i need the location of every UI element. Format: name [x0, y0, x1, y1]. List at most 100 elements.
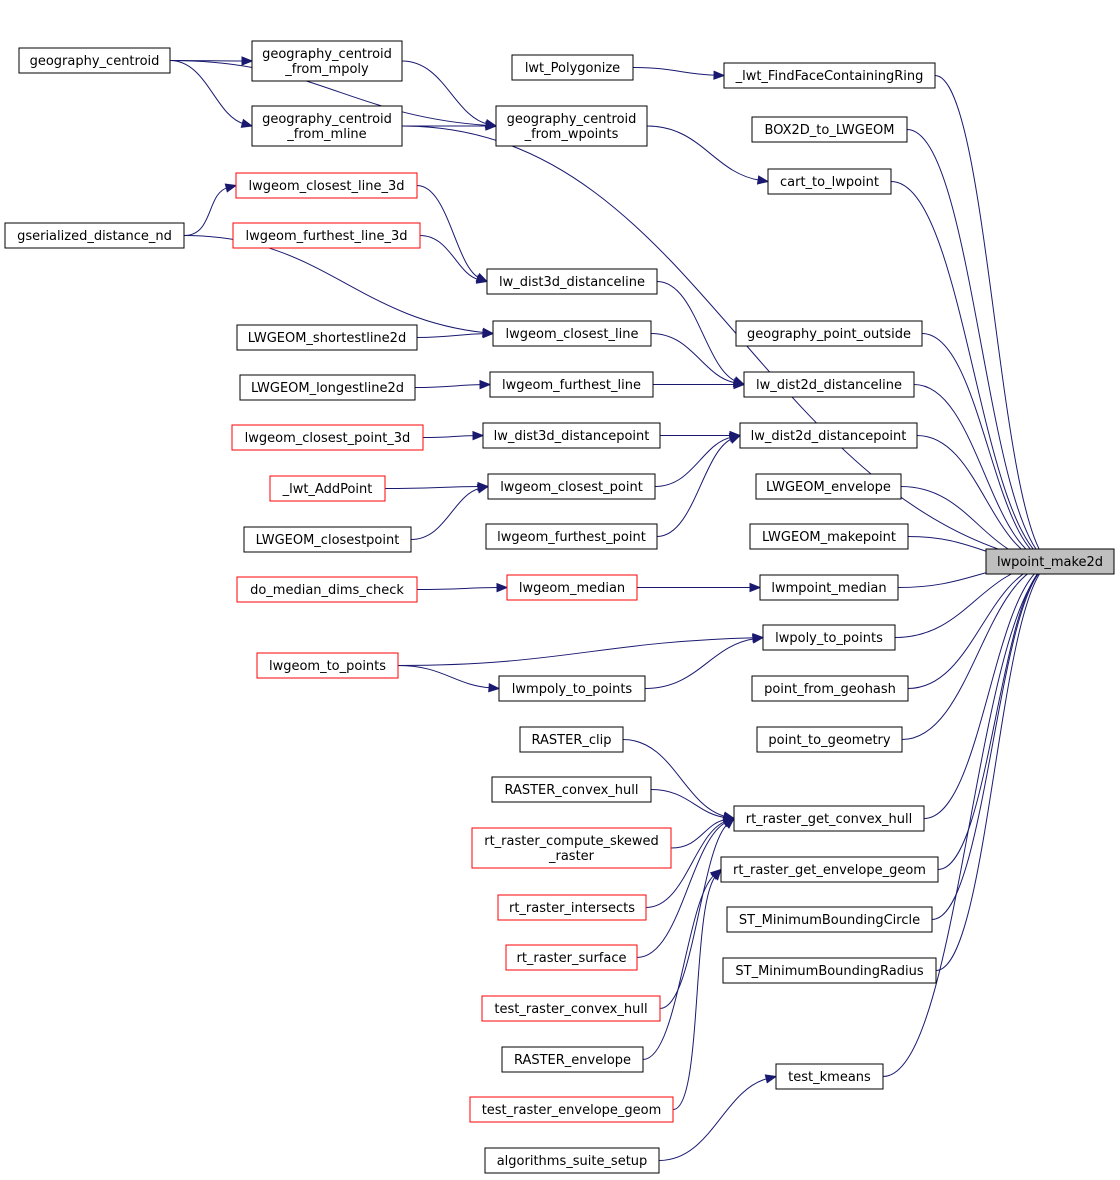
call-edge-lwmpoly-to-points-to-lwpoly-to-points — [644, 638, 756, 689]
node-label: _from_wpoints — [524, 127, 619, 142]
node-raster-envelope[interactable]: RASTER_envelope — [501, 1046, 644, 1073]
node-lwgeom-furthest-line[interactable]: lwgeom_furthest_line — [489, 371, 654, 398]
node-label: lwgeom_furthest_point — [497, 530, 646, 545]
node-box — [511, 54, 634, 81]
node-box — [751, 116, 908, 143]
call-edge-lwgeom-closest-line-to-lw-dist2d-distanceline — [650, 333, 737, 384]
arrowhead-icon — [241, 56, 254, 66]
node-geography-centroid-from-mline[interactable]: geography_centroid_from_mline — [251, 105, 403, 147]
node-rt-raster-surface[interactable]: rt_raster_surface — [505, 944, 638, 971]
node-lwmpoint-median[interactable]: lwmpoint_median — [759, 574, 899, 601]
node-lwgeom-closestpoint[interactable]: LWGEOM_closestpoint — [243, 526, 412, 553]
call-edge-lwgeom-longestline2d-to-lwgeom-furthest-line — [414, 384, 483, 388]
node-box — [505, 944, 638, 971]
node-gserialized-distance-nd[interactable]: gserialized_distance_nd — [4, 222, 185, 249]
node-label: rt_raster_get_convex_hull — [746, 812, 913, 827]
node-label: lwgeom_furthest_line_3d — [246, 229, 408, 244]
arrowhead-icon — [475, 274, 489, 284]
call-edge-lwgeom-to-points-to-lwpoly-to-points — [397, 637, 756, 666]
node-raster-clip[interactable]: RASTER_clip — [519, 726, 624, 753]
call-edge-raster-envelope-to-rt-raster-get-envelope-geom — [642, 874, 716, 1060]
node-lwgeom-shortestline2d[interactable]: LWGEOM_shortestline2d — [236, 324, 418, 351]
node-box — [486, 268, 658, 295]
node-label: _lwt_AddPoint — [282, 482, 373, 497]
node-lwpoint-make2d[interactable]: lwpoint_make2d — [985, 548, 1115, 575]
node-lwt-polygonize[interactable]: lwt_Polygonize — [511, 54, 634, 81]
node-st-minimumboundingradius[interactable]: ST_MinimumBoundingRadius — [722, 957, 937, 984]
node-box — [495, 105, 648, 147]
node-box — [251, 105, 403, 147]
node-lwgeom-longestline2d[interactable]: LWGEOM_longestline2d — [239, 374, 416, 401]
call-edge-lwgeom-closest-point-to-lw-dist2d-distancepoint — [654, 436, 733, 487]
node-box — [735, 320, 923, 347]
node-geography-point-outside[interactable]: geography_point_outside — [735, 320, 923, 347]
node-lw-dist3d-distanceline[interactable]: lw_dist3d_distanceline — [486, 268, 658, 295]
node-st-minimumboundingcircle[interactable]: ST_MinimumBoundingCircle — [726, 906, 933, 933]
node-lwgeom-envelope[interactable]: LWGEOM_envelope — [755, 473, 902, 500]
node-label: lw_dist3d_distancepoint — [494, 429, 650, 444]
node-lwgeom-closest-line[interactable]: lwgeom_closest_line — [492, 320, 652, 347]
node-box — [497, 894, 647, 921]
node-label: rt_raster_get_envelope_geom — [733, 863, 926, 878]
node-lwgeom-closest-line-3d[interactable]: lwgeom_closest_line_3d — [235, 172, 418, 199]
node-rt-raster-intersects[interactable]: rt_raster_intersects — [497, 894, 647, 921]
node-algorithms-suite-setup[interactable]: algorithms_suite_setup — [484, 1147, 660, 1174]
node-box — [236, 324, 418, 351]
node-lwgeom-to-points[interactable]: lwgeom_to_points — [256, 652, 399, 679]
node-lwmpoly-to-points[interactable]: lwmpoly_to_points — [498, 675, 646, 702]
node-geography-centroid-from-mpoly[interactable]: geography_centroid_from_mpoly — [251, 40, 403, 82]
node-label: test_raster_envelope_geom — [482, 1103, 662, 1118]
node-box — [469, 1096, 674, 1123]
node-label: point_to_geometry — [768, 733, 891, 748]
node-label: geography_centroid — [262, 47, 392, 62]
node-label: lwmpoly_to_points — [512, 682, 633, 697]
node-label: geography_centroid — [507, 112, 637, 127]
call-edge-lwgeom-furthest-point-to-lw-dist2d-distancepoint — [656, 438, 733, 537]
node-lwt-findfacecontainingring[interactable]: _lwt_FindFaceContainingRing — [723, 62, 936, 89]
node-test-raster-envelope-geom[interactable]: test_raster_envelope_geom — [469, 1096, 674, 1123]
node-label: lwgeom_furthest_line — [502, 378, 641, 393]
node-label: algorithms_suite_setup — [497, 1154, 648, 1169]
node-geography-centroid-from-wpoints[interactable]: geography_centroid_from_wpoints — [495, 105, 648, 147]
arrowhead-icon — [722, 817, 736, 829]
node-box — [231, 424, 424, 451]
node-lwpoly-to-points[interactable]: lwpoly_to_points — [762, 624, 896, 651]
node-label: do_median_dims_check — [250, 583, 404, 598]
node-test-raster-convex-hull[interactable]: test_raster_convex_hull — [481, 995, 661, 1022]
node-rt-raster-get-convex-hull[interactable]: rt_raster_get_convex_hull — [733, 805, 925, 832]
node-point-from-geohash[interactable]: point_from_geohash — [751, 675, 909, 702]
node-lwgeom-furthest-line-3d[interactable]: lwgeom_furthest_line_3d — [232, 222, 421, 249]
node-label: lwgeom_closest_line — [506, 327, 639, 342]
arrowhead-icon — [749, 582, 762, 593]
node-lwt-addpoint[interactable]: _lwt_AddPoint — [269, 475, 386, 502]
node-box — [739, 422, 918, 449]
node-point-to-geometry[interactable]: point_to_geometry — [756, 726, 903, 753]
node-label: LWGEOM_closestpoint — [256, 533, 400, 548]
node-raster-convex-hull[interactable]: RASTER_convex_hull — [491, 776, 652, 803]
node-box — [482, 422, 661, 449]
call-edge-lw-dist2d-distanceline-to-lwpoint-make2d — [913, 384, 1041, 561]
arrowhead-icon — [764, 1074, 778, 1084]
node-rt-raster-compute-skewed-raster[interactable]: rt_raster_compute_skewed_raster — [471, 827, 672, 869]
node-lw-dist3d-distancepoint[interactable]: lw_dist3d_distancepoint — [482, 422, 661, 449]
arrowhead-icon — [733, 379, 746, 390]
arrowhead-icon — [751, 634, 765, 644]
node-rt-raster-get-envelope-geom[interactable]: rt_raster_get_envelope_geom — [720, 856, 939, 883]
node-box2d-to-lwgeom[interactable]: BOX2D_to_LWGEOM — [751, 116, 908, 143]
node-lwgeom-furthest-point[interactable]: lwgeom_furthest_point — [485, 523, 658, 550]
node-do-median-dims-check[interactable]: do_median_dims_check — [236, 576, 418, 603]
call-edge-lwgeom-furthest-line-3d-to-lw-dist3d-distanceline — [419, 235, 480, 281]
node-test-kmeans[interactable]: test_kmeans — [775, 1063, 884, 1090]
node-lwgeom-closest-point[interactable]: lwgeom_closest_point — [487, 473, 656, 500]
call-edge-point-to-geometry-to-lwpoint-make2d — [901, 565, 1041, 740]
node-geography-centroid[interactable]: geography_centroid — [18, 47, 171, 74]
node-lwgeom-closest-point-3d[interactable]: lwgeom_closest_point_3d — [231, 424, 424, 451]
node-label: ST_MinimumBoundingCircle — [739, 913, 920, 928]
node-lw-dist2d-distanceline[interactable]: lw_dist2d_distanceline — [743, 371, 915, 398]
node-lw-dist2d-distancepoint[interactable]: lw_dist2d_distancepoint — [739, 422, 918, 449]
node-cart-to-lwpoint[interactable]: cart_to_lwpoint — [767, 168, 892, 195]
node-lwgeom-median[interactable]: lwgeom_median — [506, 574, 638, 601]
node-label: lwgeom_to_points — [269, 659, 386, 674]
node-lwgeom-makepoint[interactable]: LWGEOM_makepoint — [749, 523, 909, 550]
